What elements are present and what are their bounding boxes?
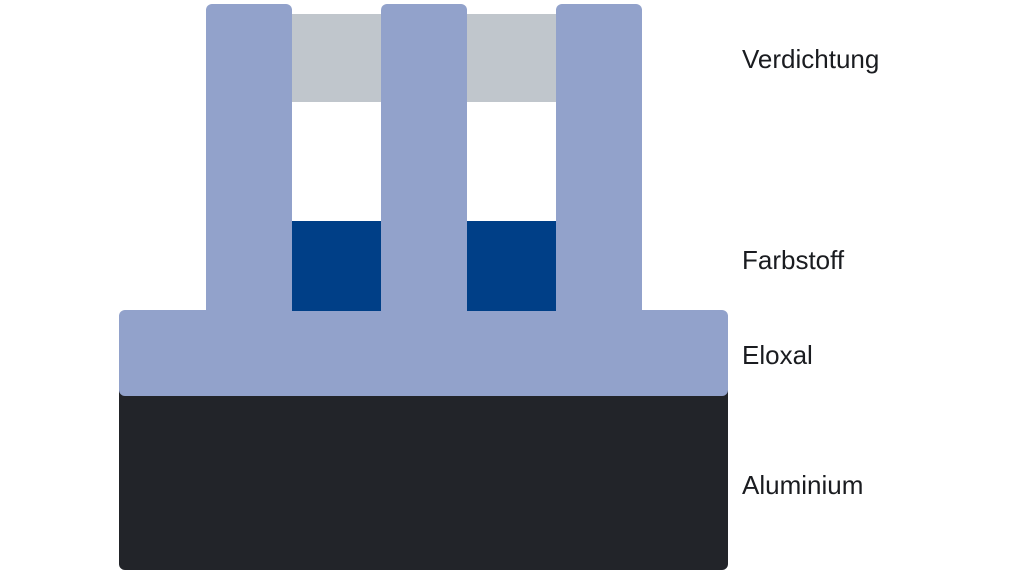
anodic-pillar-2 — [381, 4, 467, 334]
label-aluminium: Aluminium — [742, 470, 864, 500]
pore-1-sealing — [291, 14, 382, 102]
anodic-pillar-3 — [556, 4, 642, 334]
pore-2-sealing — [466, 14, 557, 102]
anodic-pillar-1 — [206, 4, 292, 334]
label-dye: Farbstoff — [742, 245, 845, 275]
pore-1-dye — [291, 221, 382, 311]
pore-2-empty — [466, 102, 557, 221]
pore-1-empty — [291, 102, 382, 221]
pore-2-dye — [466, 221, 557, 311]
label-anodic: Eloxal — [742, 340, 813, 370]
label-sealing: Verdichtung — [742, 44, 880, 74]
aluminium-layer — [119, 384, 728, 570]
